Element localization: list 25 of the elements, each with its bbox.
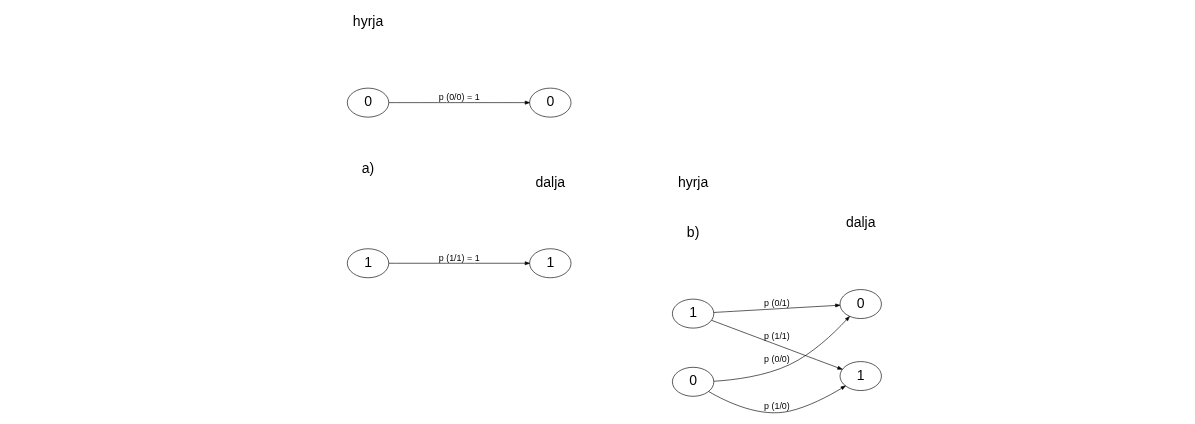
label: b): [686, 223, 700, 240]
node-ellipse: 1: [347, 248, 390, 279]
node-ellipse: 1: [529, 248, 572, 279]
label: a): [361, 160, 375, 177]
arrow: [713, 316, 850, 382]
node-ellipse: 0: [672, 367, 715, 397]
edge-label: p (0/1): [764, 298, 790, 309]
arrow: [388, 100, 530, 105]
edge-label: p (0/0) = 1: [438, 92, 480, 103]
edge-label: p (0/0): [764, 354, 790, 365]
label: hyrja: [352, 12, 384, 29]
edge-label: p (1/1): [764, 331, 790, 342]
arrow: [711, 319, 843, 370]
node-ellipse: 0: [529, 87, 572, 118]
edge-label: p (1/0): [764, 400, 790, 411]
arrow: [388, 261, 530, 266]
label: dalja: [535, 173, 566, 190]
node-ellipse: 0: [839, 289, 882, 319]
label: hyrja: [677, 173, 709, 190]
edge-label: p (1/1) = 1: [438, 252, 480, 263]
label: dalja: [845, 214, 876, 231]
node-ellipse: 1: [672, 298, 715, 329]
node-ellipse: 0: [347, 87, 390, 118]
arrow: [713, 303, 841, 313]
arrow: [708, 385, 846, 414]
